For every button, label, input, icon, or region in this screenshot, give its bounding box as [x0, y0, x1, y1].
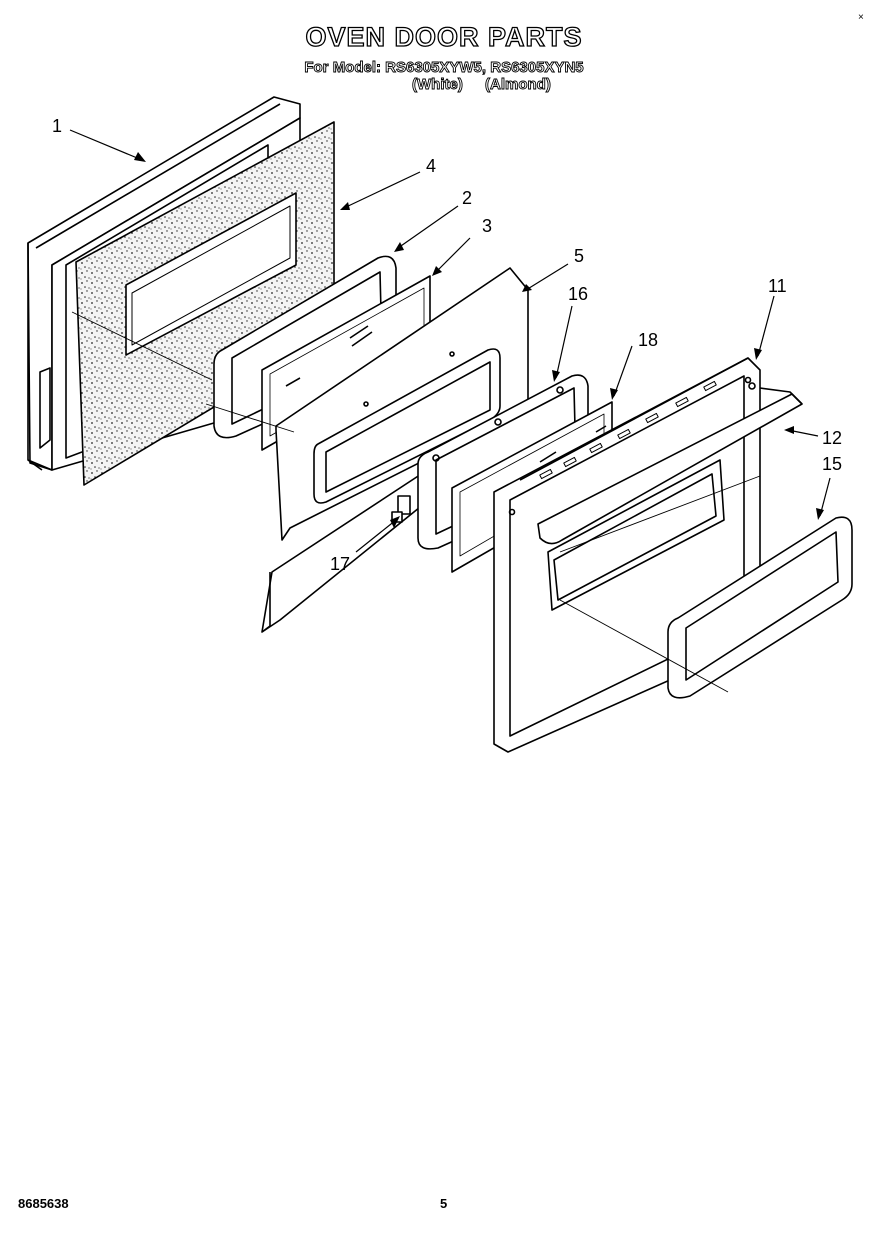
callout-arrows	[69, 129, 831, 553]
variant-almond: (Almond)	[485, 76, 552, 94]
part-4-insulation	[75, 121, 335, 486]
callout-1: 1	[52, 116, 62, 136]
page-title: OVEN DOOR PARTS	[305, 21, 583, 52]
callout-4: 4	[426, 156, 436, 176]
callout-15: 15	[822, 454, 842, 474]
color-variants: (White) (Almond)	[412, 76, 569, 94]
variant-white: (White)	[412, 76, 464, 94]
page-number: 5	[440, 1196, 448, 1211]
callout-3: 3	[482, 216, 492, 236]
part-15-seal	[667, 516, 853, 699]
callout-18: 18	[638, 330, 658, 350]
model-line: For Model: RS6305XYW5, RS6305XYN5	[0, 59, 888, 77]
explode-lines	[71, 311, 761, 693]
callout-2: 2	[462, 188, 472, 208]
part-17-clip	[391, 495, 411, 523]
model-numbers: For Model: RS6305XYW5, RS6305XYN5	[304, 59, 584, 77]
callout-12: 12	[822, 428, 842, 448]
corner-mark: ×	[858, 12, 864, 23]
document-number: 8685638	[18, 1196, 69, 1211]
callout-11: 11	[768, 276, 787, 296]
callout-16: 16	[568, 284, 588, 304]
callout-17: 17	[330, 554, 350, 574]
callout-5: 5	[574, 246, 584, 266]
callout-arrowheads	[134, 152, 824, 528]
part-12-handle	[537, 382, 803, 545]
